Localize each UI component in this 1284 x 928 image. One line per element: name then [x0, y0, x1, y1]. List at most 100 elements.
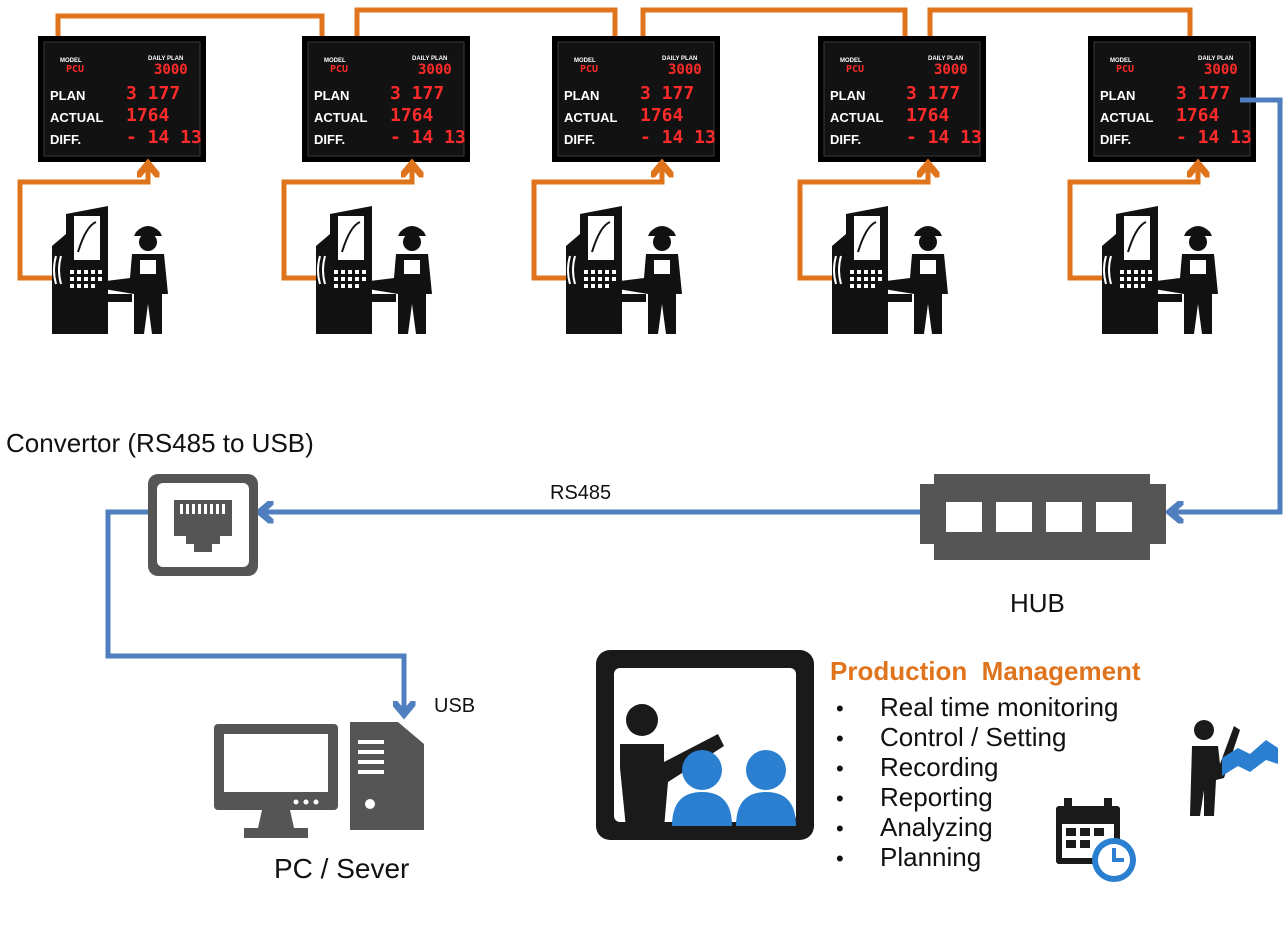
machine-station	[531, 166, 682, 334]
board-model-label: MODEL	[60, 58, 82, 64]
board-daily-plan-label: DAILY PLAN	[928, 56, 963, 62]
board-row-label: PLAN	[1100, 88, 1135, 103]
board-daily-plan-label: DAILY PLAN	[662, 56, 697, 62]
board-model-value: PCU	[66, 64, 84, 75]
machine-stations	[17, 166, 1218, 334]
board-row-value: 3 177	[126, 83, 180, 104]
operator-icon	[612, 226, 682, 334]
board-model-value: PCU	[580, 64, 598, 75]
pm-feature-list: • Real time monitoring • Control / Setting •…	[836, 692, 1118, 872]
rs485-label: RS485	[550, 482, 611, 504]
board-daily-plan-value: 3000	[418, 62, 452, 78]
pm-bullet: •	[836, 696, 844, 721]
board-row-value: 1764	[390, 105, 434, 126]
board-daily-plan-label: DAILY PLAN	[412, 56, 447, 62]
board-row-value: 3 177	[1176, 83, 1230, 104]
board-model-value: PCU	[846, 64, 864, 75]
board-row-label: PLAN	[564, 88, 599, 103]
board-row-label: PLAN	[50, 88, 85, 103]
board-daily-plan-value: 3000	[154, 62, 188, 78]
convertor-label: Convertor (RS485 to USB)	[6, 428, 314, 458]
calendar-clock-icon	[1056, 798, 1136, 882]
board-model-label: MODEL	[574, 58, 596, 64]
pm-bullet: •	[836, 846, 844, 871]
machine-station	[281, 166, 432, 334]
pc-label: PC / Sever	[274, 853, 409, 884]
machine-to-board-link	[281, 166, 412, 281]
board-row-label: PLAN	[830, 88, 865, 103]
board-daily-plan-value: 3000	[934, 62, 968, 78]
tower-icon[interactable]	[350, 722, 424, 830]
board-row-label: DIFF.	[564, 132, 595, 147]
hub-label: HUB	[1010, 588, 1065, 618]
board-row-value: 3 177	[390, 83, 444, 104]
board-row-label: PLAN	[314, 88, 349, 103]
board-model-value: PCU	[330, 64, 348, 75]
machine-to-board-link	[1067, 166, 1198, 281]
board-row-label: ACTUAL	[564, 110, 617, 125]
operator-icon	[1148, 226, 1218, 334]
board-row-value: 3 177	[640, 83, 694, 104]
machine-station	[1067, 166, 1218, 334]
audience-icon	[672, 750, 796, 826]
pm-item: Recording	[880, 752, 999, 782]
pm-item: Planning	[880, 842, 981, 872]
pm-item: Analyzing	[880, 812, 993, 842]
board-row-value: - 14 13	[390, 127, 466, 148]
board-row-value: 3 177	[906, 83, 960, 104]
operator-icon	[362, 226, 432, 334]
board-to-hub-link	[1172, 97, 1283, 512]
board-row-label: ACTUAL	[50, 110, 103, 125]
ethernet-port-icon[interactable]	[148, 474, 258, 576]
board-row-value: - 14 13	[906, 127, 982, 148]
machine-to-board-link	[531, 166, 662, 281]
cnc-machine-icon	[566, 206, 646, 334]
board-row-value: 1764	[640, 105, 684, 126]
pm-bullet: •	[836, 786, 844, 811]
board-chain-links	[55, 7, 1193, 36]
board-row-label: DIFF.	[830, 132, 861, 147]
machine-station	[17, 166, 168, 334]
board-daily-plan-value: 3000	[1204, 62, 1238, 78]
board-row-value: - 14 13	[126, 127, 202, 148]
cnc-machine-icon	[316, 206, 396, 334]
board-row-label: DIFF.	[314, 132, 345, 147]
pm-bullet: •	[836, 756, 844, 781]
board-daily-plan-value: 3000	[668, 62, 702, 78]
machine-to-board-link	[17, 166, 148, 281]
pm-item: Control / Setting	[880, 722, 1066, 752]
cnc-machine-icon	[52, 206, 132, 334]
board-row-value: 1764	[906, 105, 950, 126]
pm-title: Production Management	[830, 656, 1141, 686]
operator-icon	[878, 226, 948, 334]
pm-bullet: •	[836, 726, 844, 751]
board-model-label: MODEL	[324, 58, 346, 64]
board-row-value: 1764	[126, 105, 170, 126]
pm-bullet: •	[836, 816, 844, 841]
usb-link	[105, 509, 404, 712]
board-model-label: MODEL	[1110, 58, 1132, 64]
board-row-value: - 14 13	[1176, 127, 1252, 148]
usb-label: USB	[434, 695, 475, 717]
pm-item: Real time monitoring	[880, 692, 1118, 722]
board-row-label: ACTUAL	[1100, 110, 1153, 125]
board-model-value: PCU	[1116, 64, 1134, 75]
cnc-machine-icon	[1102, 206, 1182, 334]
board-row-value: - 14 13	[640, 127, 716, 148]
hub-icon[interactable]	[920, 474, 1166, 560]
machine-station	[797, 166, 948, 334]
board-daily-plan-label: DAILY PLAN	[1198, 56, 1233, 62]
board-daily-plan-label: DAILY PLAN	[148, 56, 183, 62]
board-model-label: MODEL	[840, 58, 862, 64]
board-row-label: ACTUAL	[314, 110, 367, 125]
pm-item: Reporting	[880, 782, 993, 812]
board-row-label: ACTUAL	[830, 110, 883, 125]
monitor-icon[interactable]	[214, 724, 338, 838]
